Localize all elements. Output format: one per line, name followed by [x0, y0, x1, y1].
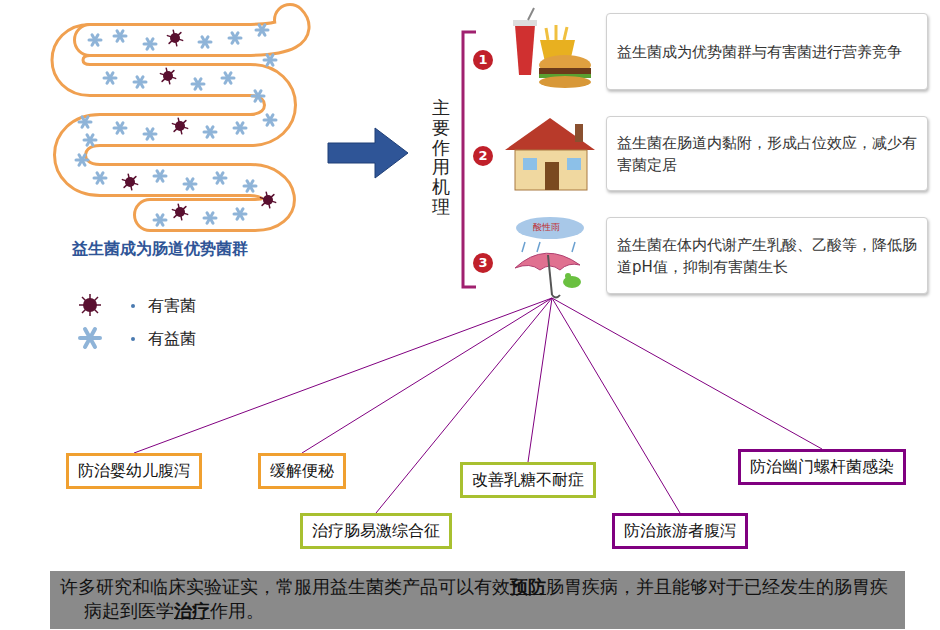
beneficial-bacterium — [199, 37, 211, 47]
box-text: 防治幽门螺杆菌感染 — [750, 456, 894, 478]
beneficial-bacterium — [204, 127, 216, 137]
bacteria — [76, 25, 276, 225]
beneficial-icon — [80, 329, 100, 347]
beneficial-bacterium — [264, 115, 276, 125]
effect-box: 防治旅游者腹泻 — [612, 513, 748, 549]
beneficial-bacterium — [134, 77, 146, 87]
number-circle — [473, 146, 493, 166]
beneficial-bacterium — [104, 73, 116, 83]
beneficial-bacterium — [264, 55, 276, 65]
mechanism-box: 益生菌成为优势菌群与有害菌进行营养竞争 — [606, 13, 928, 90]
harmful-bacterium — [260, 192, 275, 208]
effect-box: 防治婴幼儿腹泻 — [66, 453, 202, 489]
harmful-icon — [79, 294, 101, 316]
beneficial-bacterium — [79, 117, 91, 127]
mechanism-box: 益生菌在体内代谢产生乳酸、乙酸等，降低肠道pH值，抑制有害菌生长 — [606, 217, 928, 294]
intestine — [68, 20, 294, 215]
beneficial-bacterium — [154, 215, 166, 225]
number-circle — [473, 50, 493, 70]
summary-text: 许多研究和临床实验证实，常服用益生菌类产品可以有效 — [60, 576, 510, 597]
callout-number: 1 — [474, 52, 492, 67]
food-icon — [513, 8, 591, 88]
effect-box: 防治幽门螺杆菌感染 — [738, 449, 906, 485]
callout-number: 2 — [474, 148, 492, 163]
effect-box: 改善乳糖不耐症 — [460, 462, 596, 498]
harmful-bacterium — [172, 204, 187, 220]
box-text: 缓解便秘 — [270, 460, 334, 482]
beneficial-bacterium — [84, 135, 96, 145]
leader-line — [302, 298, 552, 453]
beneficial-bacterium — [144, 129, 156, 139]
bullet — [131, 337, 135, 341]
leader-lines — [134, 298, 822, 513]
umbrella-icon — [515, 217, 584, 298]
beneficial-bacterium — [234, 209, 246, 219]
leader-line — [134, 298, 552, 453]
beneficial-bacterium — [234, 123, 246, 133]
summary-banner: 许多研究和临床实验证实，常服用益生菌类产品可以有效预防肠胃疾病，并且能够对于已经… — [50, 571, 905, 629]
beneficial-bacterium — [192, 79, 204, 89]
box-text: 治疗肠易激综合征 — [312, 520, 440, 542]
box-text: 防治旅游者腹泻 — [624, 520, 736, 542]
harmful-bacterium — [160, 68, 175, 84]
beneficial-bacterium — [214, 173, 226, 183]
beneficial-bacterium — [76, 155, 88, 165]
beneficial-bacterium — [222, 73, 234, 83]
bullet — [131, 304, 135, 308]
effect-box: 治疗肠易激综合征 — [300, 513, 452, 549]
harmful-bacterium — [172, 118, 187, 134]
beneficial-bacterium — [204, 213, 216, 223]
beneficial-bacterium — [256, 25, 268, 35]
beneficial-bacterium — [252, 91, 264, 101]
box-text: 益生菌成为优势菌群与有害菌进行营养竞争 — [617, 41, 917, 63]
vertical-heading: 主要作用机理 — [432, 98, 450, 217]
legend-text: 有害菌 — [148, 296, 196, 317]
caption: 益生菌成为肠道优势菌群 — [72, 239, 248, 260]
number-circle — [473, 253, 493, 273]
beneficial-bacterium — [89, 35, 101, 45]
effect-box: 缓解便秘 — [258, 453, 346, 489]
beneficial-bacterium — [144, 39, 156, 49]
emphasis-text: 治疗 — [174, 600, 210, 621]
box-text: 益生菌在肠道内黏附，形成占位效应，减少有害菌定居 — [617, 132, 917, 176]
big-arrow — [328, 128, 408, 178]
leader-line — [552, 298, 822, 449]
icon-text: 酸性雨 — [533, 221, 560, 234]
box-text: 防治婴幼儿腹泻 — [78, 460, 190, 482]
beneficial-bacterium — [229, 33, 241, 43]
beneficial-bacterium — [114, 31, 126, 41]
beneficial-bacterium — [114, 123, 126, 133]
summary-text: 作用。 — [210, 600, 264, 621]
box-text: 改善乳糖不耐症 — [472, 469, 584, 491]
harmful-bacterium — [167, 30, 182, 46]
beneficial-bacterium — [184, 179, 196, 189]
harmful-bacterium — [122, 174, 137, 190]
callout-number: 3 — [474, 255, 492, 270]
beneficial-bacterium — [244, 181, 256, 191]
legend-text: 有益菌 — [148, 329, 196, 350]
emphasis-text: 预防 — [510, 576, 546, 597]
beneficial-bacterium — [94, 173, 106, 183]
box-text: 益生菌在体内代谢产生乳酸、乙酸等，降低肠道pH值，抑制有害菌生长 — [617, 234, 917, 278]
beneficial-bacterium — [154, 171, 166, 181]
mechanism-box: 益生菌在肠道内黏附，形成占位效应，减少有害菌定居 — [606, 116, 928, 191]
house-icon — [505, 118, 595, 190]
